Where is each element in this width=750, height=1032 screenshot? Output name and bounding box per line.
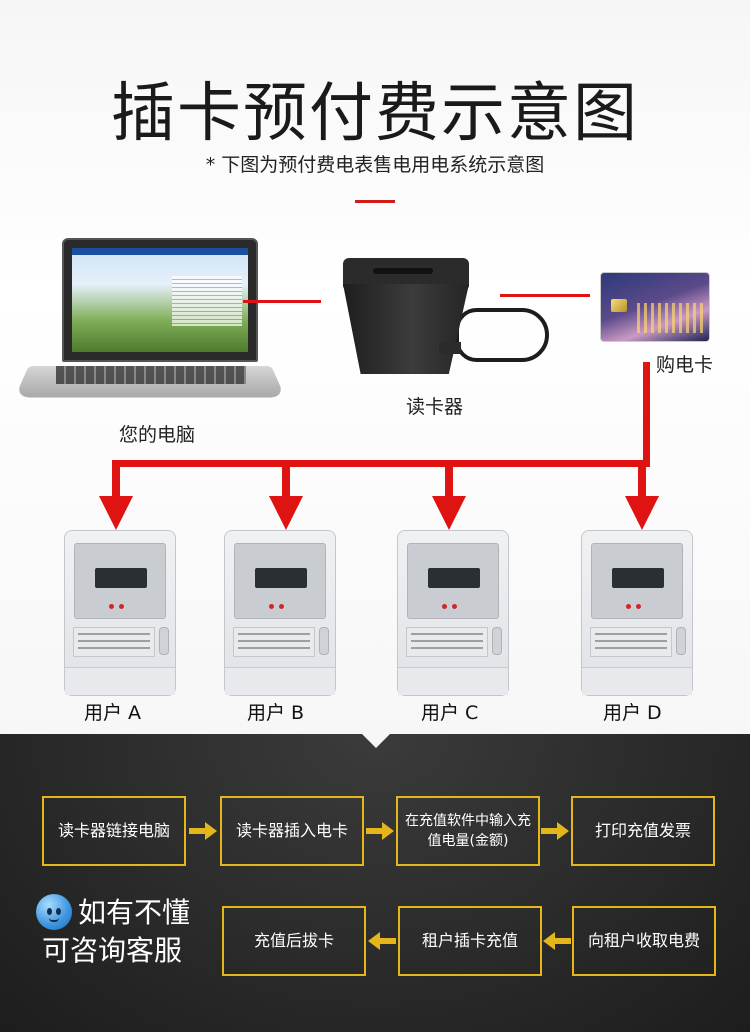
flow-step-2: 读卡器插入电卡 xyxy=(220,796,364,866)
meter-terminal-cover xyxy=(225,667,335,695)
arrow-right-icon-2 xyxy=(366,822,394,840)
card-label: 购电卡 xyxy=(656,354,714,376)
meter-nameplate xyxy=(233,627,315,657)
laptop-keyboard xyxy=(56,366,246,384)
arrow-shaft-c xyxy=(445,460,453,500)
meter-window xyxy=(234,543,326,619)
card-chip xyxy=(611,299,627,312)
user-label-d: 用户 D xyxy=(603,702,662,724)
connector-laptop-reader xyxy=(243,300,321,303)
card-city-graphic xyxy=(637,303,703,333)
flow-step-1: 读卡器链接电脑 xyxy=(42,796,186,866)
reader-slot xyxy=(373,268,433,274)
meter-terminal-cover xyxy=(398,667,508,695)
flow-step-4: 打印充值发票 xyxy=(571,796,715,866)
meter-terminal-cover xyxy=(65,667,175,695)
connector-card-down xyxy=(643,362,650,466)
flow-step-5: 向租户收取电费 xyxy=(572,906,716,976)
meter-window xyxy=(74,543,166,619)
screen-text-block xyxy=(172,276,242,326)
help-line-2: 可咨询客服 xyxy=(42,933,183,967)
laptop-screen xyxy=(72,248,248,352)
meter-lcd xyxy=(255,568,307,588)
electric-meter-a xyxy=(64,530,176,696)
section-notch xyxy=(362,734,390,748)
page-subtitle: * 下图为预付费电表售电用电系统示意图 xyxy=(205,154,545,176)
arrow-right-icon-1 xyxy=(189,822,217,840)
flow-step-7: 充值后拔卡 xyxy=(222,906,366,976)
computer-label: 您的电脑 xyxy=(119,424,196,446)
electric-meter-d xyxy=(581,530,693,696)
help-text: 如有不懂 可咨询客服 xyxy=(42,894,191,970)
arrow-down-icon-b xyxy=(269,496,303,530)
user-label-a: 用户 A xyxy=(84,702,142,724)
meter-lcd xyxy=(612,568,664,588)
arrow-shaft-a xyxy=(112,460,120,500)
usb-plug xyxy=(439,342,461,354)
meter-card-slot xyxy=(319,627,329,655)
mascot-help-icon xyxy=(36,894,72,930)
reader-top xyxy=(343,258,469,288)
arrow-down-icon-a xyxy=(99,496,133,530)
flow-step-3: 在充值软件中输入充值电量(金额) xyxy=(396,796,540,866)
meter-window xyxy=(407,543,499,619)
arrow-down-icon-d xyxy=(625,496,659,530)
meter-leds xyxy=(269,594,293,609)
meter-terminal-cover xyxy=(582,667,692,695)
meter-lcd xyxy=(95,568,147,588)
meter-card-slot xyxy=(159,627,169,655)
meter-leds xyxy=(442,594,466,609)
meter-window xyxy=(591,543,683,619)
user-label-b: 用户 B xyxy=(247,702,305,724)
reader-body xyxy=(343,284,469,374)
meter-lcd xyxy=(428,568,480,588)
title-divider xyxy=(355,200,395,203)
reader-label: 读卡器 xyxy=(406,396,464,418)
meter-card-slot xyxy=(676,627,686,655)
user-label-c: 用户 C xyxy=(421,702,479,724)
arrow-shaft-d xyxy=(638,460,646,500)
screen-title-bar xyxy=(72,248,248,255)
meter-card-slot xyxy=(492,627,502,655)
process-flow-section xyxy=(0,734,750,1032)
meter-nameplate xyxy=(406,627,488,657)
page-title: 插卡预付费示意图 xyxy=(111,77,639,151)
arrow-down-icon-c xyxy=(432,496,466,530)
meter-nameplate xyxy=(590,627,672,657)
arrow-right-icon-3 xyxy=(541,822,569,840)
power-card-illustration xyxy=(600,272,710,342)
arrow-left-icon-2 xyxy=(543,932,571,950)
card-reader-illustration xyxy=(335,258,555,378)
help-line-1: 如有不懂 xyxy=(78,896,191,929)
arrow-left-icon-1 xyxy=(368,932,396,950)
electric-meter-c xyxy=(397,530,509,696)
meter-nameplate xyxy=(73,627,155,657)
electric-meter-b xyxy=(224,530,336,696)
connector-distribution-bar xyxy=(112,460,650,467)
laptop-lid xyxy=(62,238,258,362)
flow-step-6: 租户插卡充值 xyxy=(398,906,542,976)
meter-leds xyxy=(626,594,650,609)
laptop-illustration xyxy=(14,238,286,408)
connector-reader-card xyxy=(500,294,590,297)
arrow-shaft-b xyxy=(282,460,290,500)
meter-leds xyxy=(109,594,133,609)
reader-cable xyxy=(455,308,549,362)
